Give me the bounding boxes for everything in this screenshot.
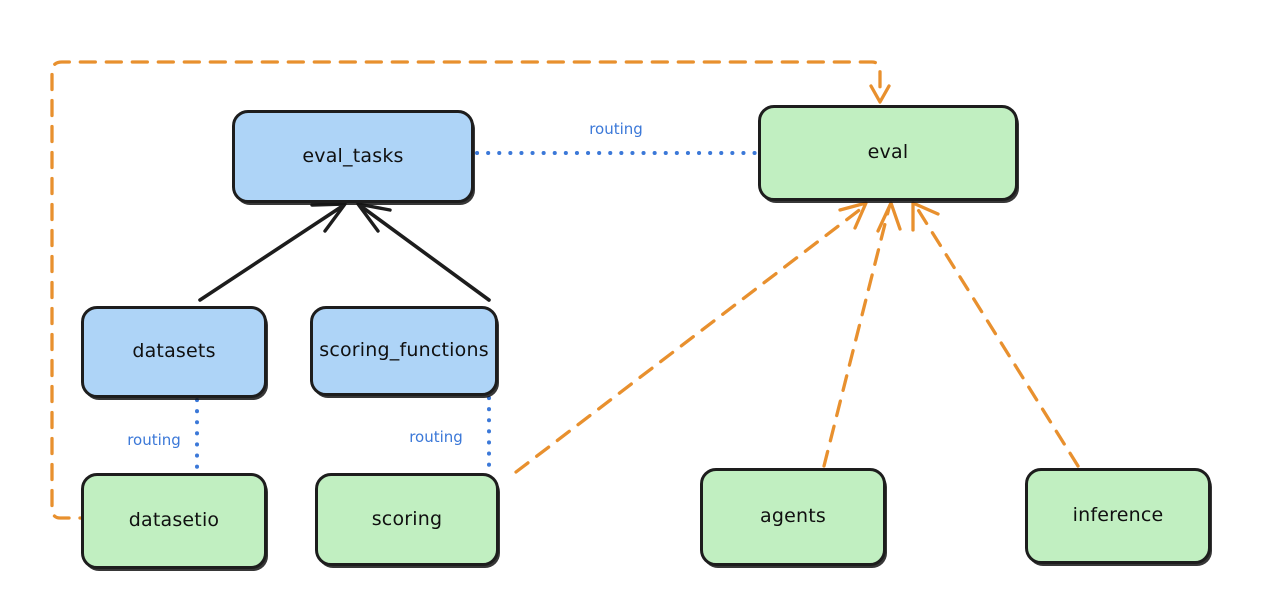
node-label-eval: eval [867, 141, 909, 164]
arrowhead-scoring_functions-to-eval_tasks [356, 202, 392, 233]
arrowhead-agents-to-eval [876, 201, 902, 233]
node-label-scoring-functions: scoring_functions [319, 339, 489, 362]
node-agents[interactable]: agents [700, 468, 886, 566]
edge-agents-to-eval [822, 206, 891, 468]
arrowhead-datasets-to-eval_tasks [310, 202, 347, 233]
node-label-scoring: scoring [371, 507, 443, 530]
edge-label-routing-scoring-functions-scoring: routing [409, 428, 463, 446]
node-label-datasetio: datasetio [128, 509, 220, 532]
edge-datasets-to-eval_tasks [198, 205, 343, 302]
node-label-agents: agents [760, 505, 826, 528]
node-label-eval-tasks: eval_tasks [302, 144, 404, 167]
node-datasetio[interactable]: datasetio [81, 473, 267, 569]
arrowhead-inference-to-eval [911, 201, 940, 232]
node-eval[interactable]: eval [758, 105, 1018, 201]
arrowhead-datasetio-to-eval [869, 84, 891, 104]
node-scoring-functions[interactable]: scoring_functions [310, 306, 498, 396]
edge-inference-to-eval [915, 206, 1080, 468]
node-scoring[interactable]: scoring [315, 473, 499, 566]
node-datasets[interactable]: datasets [81, 306, 267, 398]
edge-scoring_functions-to-eval_tasks [360, 205, 491, 302]
node-inference[interactable]: inference [1025, 468, 1211, 564]
edge-label-routing-datasets-datasetio: routing [127, 431, 181, 449]
edge-label-routing-eval-tasks-eval: routing [589, 120, 643, 138]
node-label-datasets: datasets [132, 340, 216, 363]
node-label-inference: inference [1072, 504, 1164, 527]
edge-scoring-to-eval [514, 206, 864, 474]
node-eval-tasks[interactable]: eval_tasks [232, 110, 474, 203]
arrowhead-scoring-to-eval [838, 201, 868, 230]
